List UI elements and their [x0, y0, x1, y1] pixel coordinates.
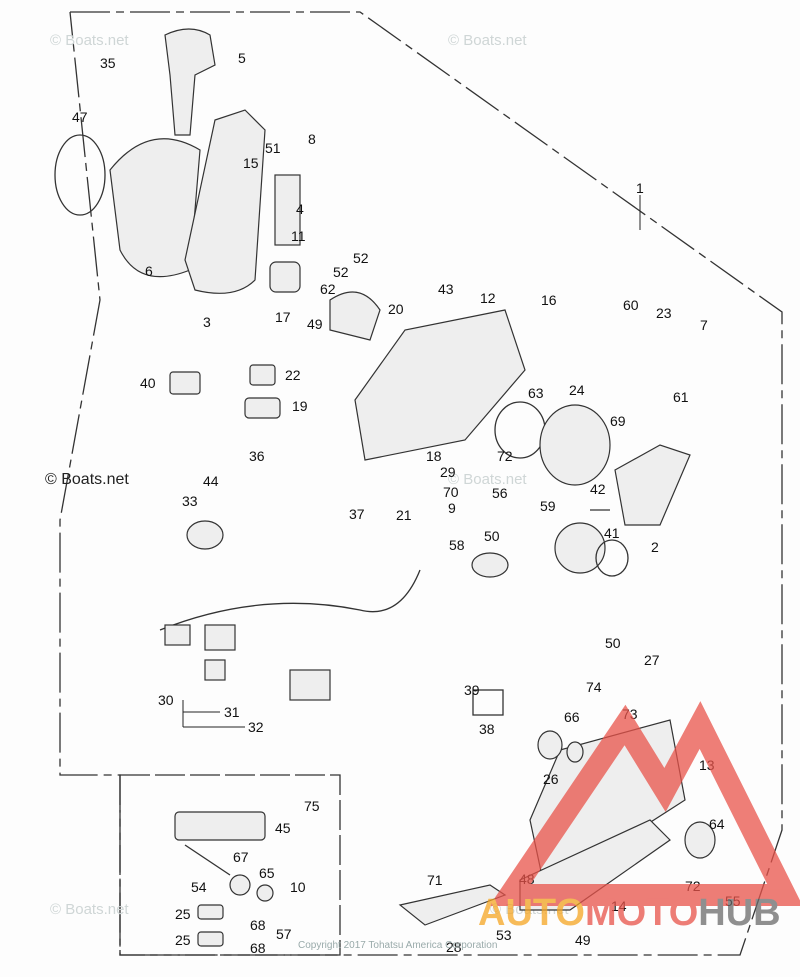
logo-moto: MOTO [585, 892, 698, 934]
part-label-39: 39 [464, 682, 480, 698]
part-label-1: 1 [636, 180, 644, 196]
part-label-19: 19 [292, 398, 308, 414]
part-label-52: 52 [353, 250, 369, 266]
part-label-51: 51 [265, 140, 281, 156]
watermark: © Boats.net [448, 471, 527, 488]
sub-kit-frame [119, 774, 341, 956]
logo-auto: AUTO [478, 892, 585, 934]
part-label-43: 43 [438, 281, 454, 297]
part-label-53: 53 [496, 927, 512, 943]
part-label-49: 49 [575, 932, 591, 948]
part-label-52: 52 [333, 264, 349, 280]
svg-text:AUTOMOTOHUB: AUTOMOTOHUB [478, 892, 781, 934]
part-label-58: 58 [449, 537, 465, 553]
part-label-47: 47 [72, 109, 88, 125]
part-label-50: 50 [484, 528, 500, 544]
part-label-9: 9 [448, 500, 456, 516]
part-label-71: 71 [427, 872, 443, 888]
watermark-main: © Boats.net [45, 471, 129, 488]
part-label-21: 21 [396, 507, 412, 523]
part-label-6: 6 [145, 263, 153, 279]
part-label-54: 54 [191, 879, 207, 895]
part-label-33: 33 [182, 493, 198, 509]
part-label-16: 16 [541, 292, 557, 308]
part-label-4: 4 [296, 201, 304, 217]
part-label-20: 20 [388, 301, 404, 317]
part-label-25: 25 [175, 906, 191, 922]
part-label-72: 72 [497, 448, 513, 464]
part-label-61: 61 [673, 389, 689, 405]
part-label-60: 60 [623, 297, 639, 313]
part-sketches [54, 28, 716, 947]
part-label-70: 70 [443, 484, 459, 500]
part-label-10: 10 [290, 879, 306, 895]
watermark: © Boats.net [448, 32, 527, 49]
part-label-75: 75 [304, 798, 320, 814]
logo-hub: HUB [698, 892, 780, 934]
part-label-66: 66 [564, 709, 580, 725]
part-label-25: 25 [175, 932, 191, 948]
part-label-7: 7 [700, 317, 708, 333]
part-label-31: 31 [224, 704, 240, 720]
part-label-67: 67 [233, 849, 249, 865]
part-label-68: 68 [250, 917, 266, 933]
part-label-68: 68 [250, 940, 266, 956]
part-label-64: 64 [709, 816, 725, 832]
watermark: © Boats.net [50, 901, 129, 918]
part-label-15: 15 [243, 155, 259, 171]
part-label-8: 8 [308, 131, 316, 147]
part-label-23: 23 [656, 305, 672, 321]
part-label-5: 5 [238, 50, 246, 66]
part-label-41: 41 [604, 525, 620, 541]
part-label-57: 57 [276, 926, 292, 942]
part-label-22: 22 [285, 367, 301, 383]
part-label-29: 29 [440, 464, 456, 480]
copyright-text: Copyright 2017 Tohatsu America Corporati… [298, 940, 497, 951]
part-label-38: 38 [479, 721, 495, 737]
part-label-63: 63 [528, 385, 544, 401]
part-label-26: 26 [543, 771, 559, 787]
part-label-42: 42 [590, 481, 606, 497]
part-label-37: 37 [349, 506, 365, 522]
part-label-35: 35 [100, 55, 116, 71]
automotohub-logo: AUTOMOTOHUB [478, 701, 800, 934]
part-label-28: 28 [446, 939, 462, 955]
part-label-17: 17 [275, 309, 291, 325]
part-label-12: 12 [480, 290, 496, 306]
part-label-65: 65 [259, 865, 275, 881]
part-label-45: 45 [275, 820, 291, 836]
part-label-36: 36 [249, 448, 265, 464]
part-label-69: 69 [610, 413, 626, 429]
part-label-40: 40 [140, 375, 156, 391]
part-label-30: 30 [158, 692, 174, 708]
part-label-3: 3 [203, 314, 211, 330]
part-label-44: 44 [203, 473, 219, 489]
part-label-59: 59 [540, 498, 556, 514]
part-label-62: 62 [320, 281, 336, 297]
part-label-32: 32 [248, 719, 264, 735]
part-label-18: 18 [426, 448, 442, 464]
part-label-56: 56 [492, 485, 508, 501]
part-label-2: 2 [651, 539, 659, 555]
watermark: © Boats.net [50, 32, 129, 49]
part-label-74: 74 [586, 679, 602, 695]
part-label-27: 27 [644, 652, 660, 668]
part-label-49: 49 [307, 316, 323, 332]
part-label-50: 50 [605, 635, 621, 651]
part-label-24: 24 [569, 382, 585, 398]
part-label-11: 11 [291, 228, 306, 244]
